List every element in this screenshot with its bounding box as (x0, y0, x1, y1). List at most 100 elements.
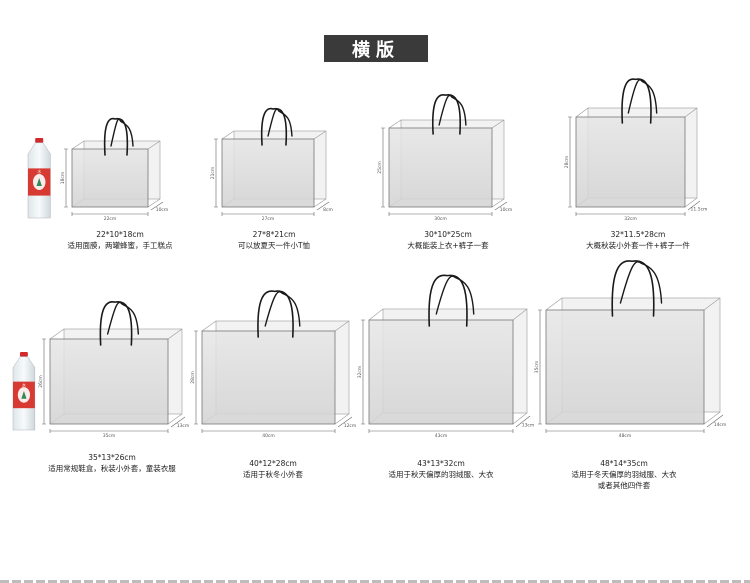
bag-caption-3: 30*10*25cm 大概能装上衣+裤子一套 (338, 229, 558, 251)
bag-depth-edges (575, 107, 698, 208)
bag-size-label: 35*13*26cm (88, 453, 136, 462)
bag-handle-front (103, 117, 129, 156)
bag-handle-front (99, 300, 133, 346)
bag-size-label: 43*13*32cm (417, 459, 465, 468)
bag-usage-description: 适用于秋天偏厚的羽绒服、大衣 (388, 470, 494, 479)
depth-label: 14cm (714, 422, 727, 428)
water-bottle-icon-2: 水 (12, 352, 36, 431)
width-dimension-line (201, 429, 336, 433)
depth-label: 10cm (500, 207, 513, 213)
height-dimension-line (214, 138, 218, 208)
bag-handle-back (438, 94, 467, 126)
bag-usage-description-line2: 或者其他四件套 (597, 481, 651, 490)
bag-illustration-2: 27cm 21cm 8cm (210, 107, 333, 222)
bag-illustration-6: 40cm 28cm 12cm (190, 290, 357, 439)
bag-front-panel (49, 338, 169, 425)
bag-size-label: 22*10*18cm (96, 230, 144, 239)
bag-depth-edges (545, 297, 721, 425)
bottle-label-text: 水 (37, 168, 41, 174)
width-label: 40cm (262, 433, 275, 439)
height-label: 35cm (534, 361, 540, 374)
bag-size-label: 40*12*28cm (249, 459, 297, 468)
height-dimension-line (42, 338, 46, 425)
bag-caption-6: 40*12*28cm 适用于秋冬小外套 (163, 458, 383, 480)
bag-handle-front (611, 260, 655, 317)
width-dimension-line (545, 429, 705, 433)
bag-handle-back (264, 291, 301, 327)
depth-label: 10cm (156, 207, 169, 213)
width-label: 43cm (435, 433, 448, 439)
bag-caption-5: 35*13*26cm 适用常规鞋盒，秋装小外套，童装衣服 (2, 452, 222, 474)
depth-label: 12cm (344, 423, 357, 429)
bag-front-panel (575, 116, 686, 208)
bag-usage-description: 大概秋装小外套一件+裤子一件 (586, 241, 690, 250)
bag-depth-edges (201, 320, 350, 425)
depth-dimension-line (150, 201, 164, 211)
bag-illustration-1: 22cm 18cm 10cm (60, 117, 169, 222)
width-label: 32cm (624, 216, 637, 222)
bag-handle-front (257, 290, 294, 338)
bag-depth-edges (368, 308, 528, 425)
bottle-cap (35, 138, 44, 143)
bottle-label-mountain (21, 391, 27, 399)
depth-dimension-line (515, 415, 531, 428)
width-label: 27cm (262, 216, 275, 222)
bag-front-panel (71, 148, 149, 208)
width-dimension-line (71, 212, 149, 216)
height-dimension-line (538, 309, 542, 425)
depth-label: 11.5cm (691, 207, 708, 213)
bag-usage-description: 适用于秋冬小外套 (243, 470, 303, 479)
depth-dimension-line (316, 201, 330, 211)
bag-size-label: 30*10*25cm (424, 230, 472, 239)
bag-usage-description: 可以放夏天一件小T恤 (237, 241, 311, 250)
water-bottle-icon-1: 水 (27, 138, 51, 219)
bag-handle-back (267, 108, 293, 137)
width-label: 22cm (104, 216, 117, 222)
bag-front-panel (221, 138, 315, 208)
bag-depth-edges (49, 328, 183, 425)
bag-handle-back (110, 118, 134, 147)
width-dimension-line (388, 212, 493, 216)
height-label: 18cm (60, 172, 66, 185)
depth-label: 8cm (323, 207, 333, 213)
height-label: 21cm (210, 167, 216, 180)
depth-label: 13cm (177, 423, 190, 429)
bag-handle-front (428, 274, 468, 327)
bottle-label-text: 水 (22, 382, 26, 387)
depth-dimension-line (706, 414, 724, 428)
width-dimension-line (575, 212, 686, 216)
depth-dimension-line (494, 201, 508, 211)
height-label: 28cm (190, 371, 196, 384)
bag-front-panel (201, 330, 336, 425)
height-dimension-line (361, 319, 365, 425)
height-label: 32cm (357, 366, 363, 379)
height-dimension-line (568, 116, 572, 208)
width-dimension-line (49, 429, 169, 433)
bag-front-panel (368, 319, 514, 425)
bag-depth-edges (71, 140, 161, 208)
section-title-text: 横版 (352, 39, 400, 61)
bottom-divider (0, 580, 750, 583)
bag-caption-7: 43*13*32cm 适用于秋天偏厚的羽绒服、大衣 (331, 458, 551, 480)
bag-usage-description: 适用于冬天偏厚的羽绒服、大衣 (571, 470, 677, 479)
bag-handle-front (260, 107, 288, 146)
bag-handle-back (619, 261, 663, 304)
bag-usage-description: 适用常规鞋盒，秋装小外套，童装衣服 (48, 464, 176, 473)
depth-dimension-line (687, 200, 701, 211)
bottle-cap (19, 352, 28, 357)
depth-dimension-line (337, 416, 353, 428)
bag-caption-4: 32*11.5*28cm 大概秋装小外套一件+裤子一件 (528, 229, 748, 251)
bag-size-label: 32*11.5*28cm (610, 230, 666, 239)
bag-usage-description: 大概能装上衣+裤子一套 (407, 241, 489, 250)
bag-handle-front (621, 78, 652, 124)
bag-handle-front (431, 93, 462, 135)
bag-size-label: 27*8*21cm (252, 230, 296, 239)
bottle-label-mountain (36, 178, 42, 186)
